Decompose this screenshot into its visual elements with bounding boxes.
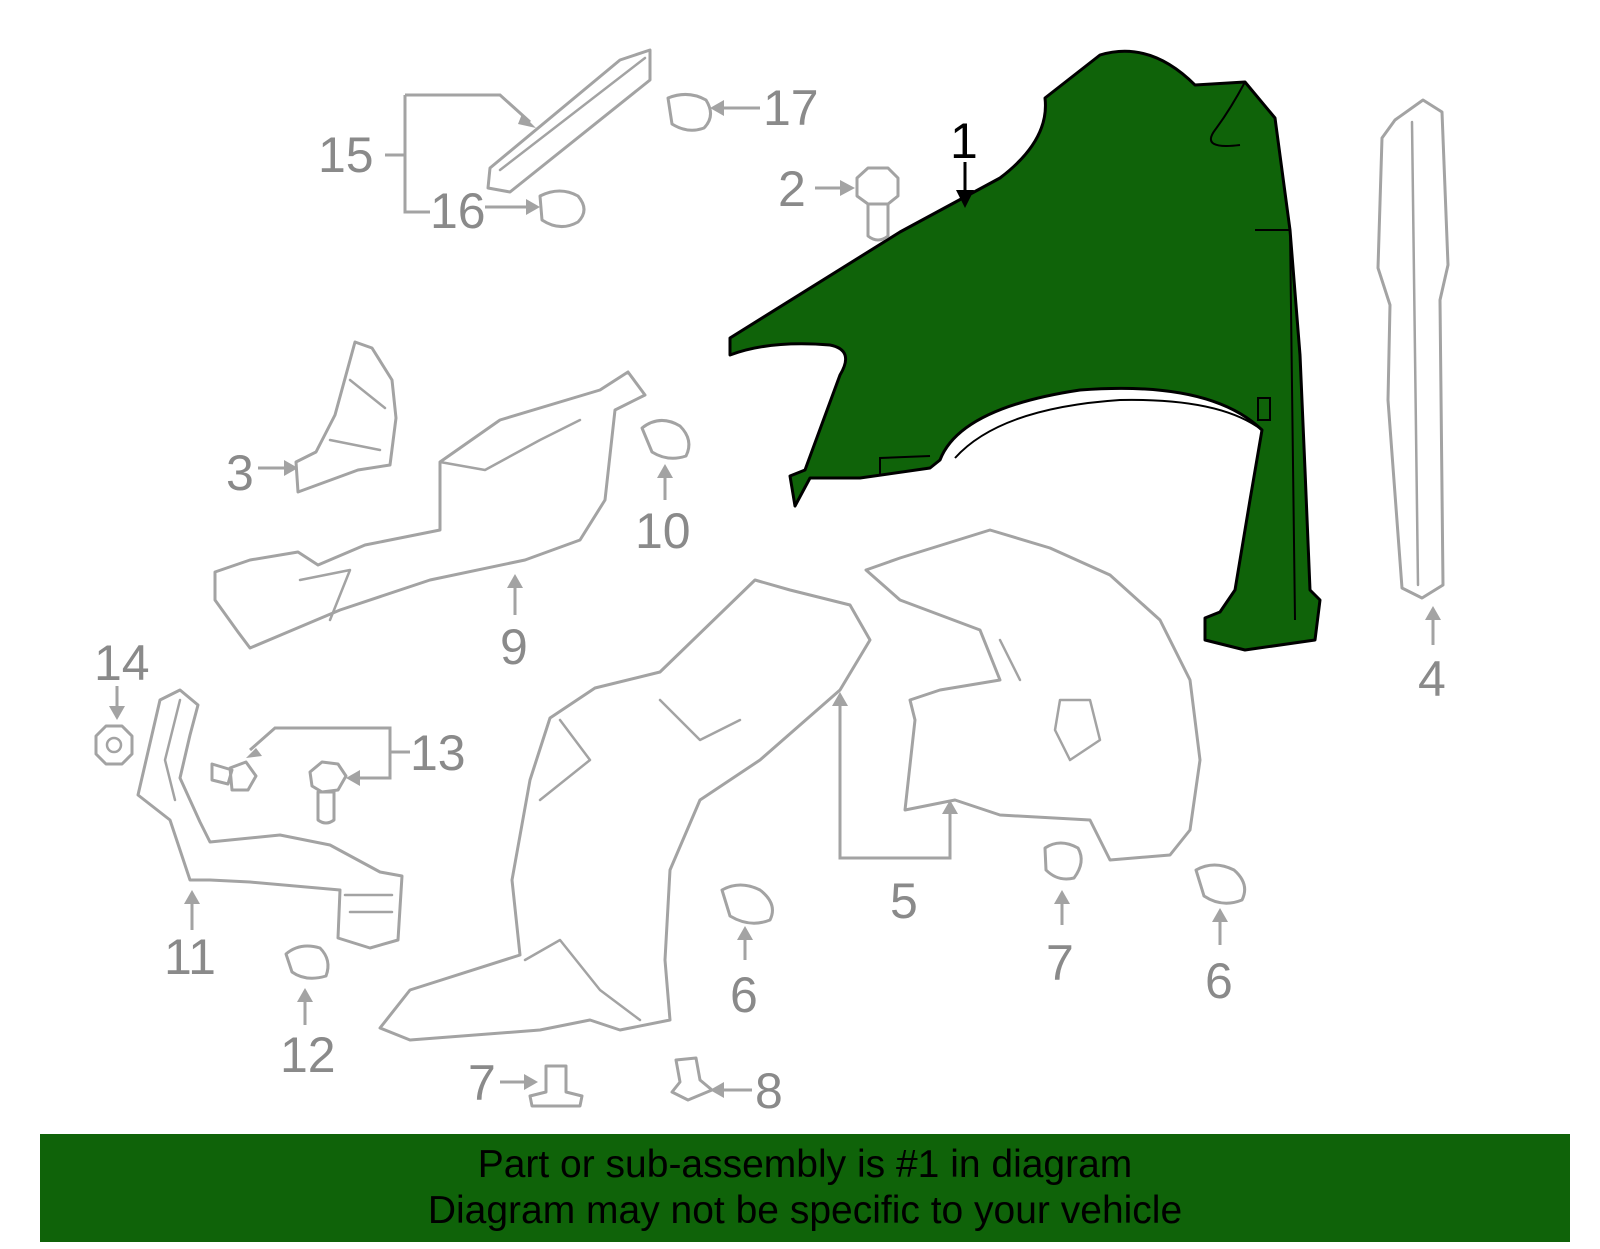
svg-text:5: 5 [890, 873, 918, 929]
part-12-clip[interactable] [284, 944, 330, 980]
svg-text:16: 16 [430, 183, 486, 239]
svg-text:6: 6 [1205, 953, 1233, 1009]
callout-4: 4 [1418, 606, 1446, 707]
part-7-clip-a[interactable] [1043, 841, 1083, 881]
svg-text:6: 6 [730, 967, 758, 1023]
part-8-nut[interactable] [670, 1056, 714, 1102]
svg-text:14: 14 [94, 635, 150, 691]
banner-line-1: Part or sub-assembly is #1 in diagram [477, 1143, 1133, 1186]
svg-text:11: 11 [164, 929, 216, 985]
part-5-rear-liner[interactable] [864, 528, 1202, 862]
part-3-bracket[interactable] [294, 340, 398, 494]
callout-15-16: 15 16 [318, 93, 540, 239]
part-16-clip[interactable] [538, 189, 586, 228]
svg-text:13: 13 [410, 725, 466, 781]
svg-text:17: 17 [763, 80, 819, 136]
part-6-clip-a[interactable] [720, 883, 774, 925]
part-6-clip-b[interactable] [1194, 863, 1247, 905]
banner-line-2: Diagram may not be specific to your vehi… [427, 1189, 1183, 1232]
callout-1: 1 [950, 113, 978, 208]
callout-5: 5 [832, 692, 958, 929]
part-10-clip[interactable] [640, 419, 691, 460]
callout-10: 10 [635, 464, 691, 559]
callout-3: 3 [226, 445, 298, 501]
part-17-clip[interactable] [666, 93, 712, 132]
part-7-clip-b[interactable] [528, 1064, 584, 1108]
svg-text:2: 2 [778, 161, 806, 217]
part-5-front-liner[interactable] [378, 578, 872, 1042]
part-15-bracket[interactable] [486, 48, 652, 194]
part-2-bolt[interactable] [855, 166, 900, 242]
callout-7b: 7 [468, 1055, 538, 1111]
callout-label-1: 1 [950, 113, 978, 169]
part-1-fender[interactable] [728, 49, 1322, 652]
callout-9: 9 [500, 574, 528, 675]
callout-6b: 6 [1205, 908, 1233, 1009]
svg-text:9: 9 [500, 619, 528, 675]
part-4-moulding[interactable] [1376, 98, 1450, 600]
callout-2: 2 [778, 161, 855, 217]
part-13-bolts[interactable] [210, 760, 348, 825]
svg-text:12: 12 [280, 1027, 336, 1083]
svg-text:15: 15 [318, 127, 374, 183]
part-9-support[interactable] [213, 370, 647, 650]
part-14-nut[interactable] [94, 724, 134, 766]
info-banner: Part or sub-assembly is #1 in diagram Di… [40, 1134, 1570, 1242]
svg-text:10: 10 [635, 503, 691, 559]
callout-7a: 7 [1046, 890, 1074, 991]
callout-8: 8 [710, 1063, 783, 1119]
callout-11: 11 [164, 890, 216, 985]
callout-6a: 6 [730, 926, 758, 1023]
callout-12: 12 [280, 988, 336, 1083]
callout-13: 13 [246, 725, 466, 786]
parts-diagram: 1 2 15 16 17 3 [94, 48, 1450, 1119]
part-11-bracket[interactable] [136, 688, 404, 950]
svg-text:7: 7 [468, 1055, 496, 1111]
svg-text:8: 8 [755, 1063, 783, 1119]
svg-text:3: 3 [226, 445, 254, 501]
svg-text:4: 4 [1418, 651, 1446, 707]
callout-14: 14 [94, 635, 150, 720]
callout-17: 17 [710, 80, 819, 136]
svg-text:7: 7 [1046, 935, 1074, 991]
